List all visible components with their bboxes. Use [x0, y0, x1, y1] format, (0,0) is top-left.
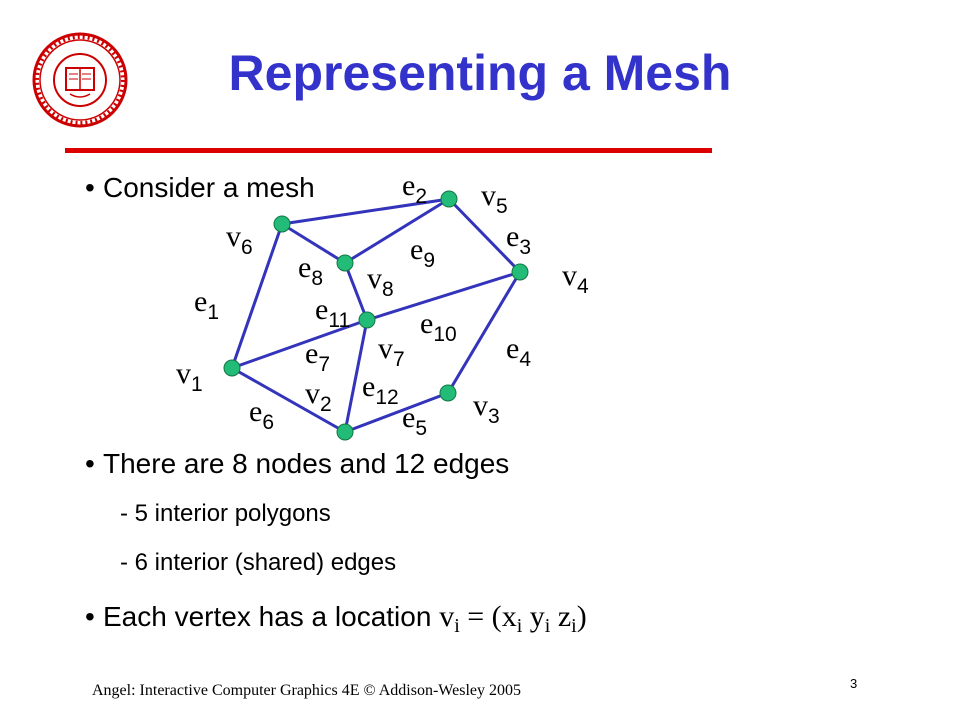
- mesh-edges: [230, 197, 522, 434]
- slide-title: Representing a Mesh: [228, 45, 732, 101]
- vertex-location-formula: vi = (xi yi zi): [439, 600, 587, 637]
- mesh-edge-5: [344, 391, 449, 434]
- mesh-edge-9: [344, 197, 450, 265]
- bullet-text: Consider a mesh: [103, 172, 315, 203]
- mesh-edge-4: [446, 271, 522, 394]
- bullet-vertex-location: • Each vertex has a location vi = (xi yi …: [85, 600, 587, 638]
- mesh-vertex-5: [440, 190, 458, 208]
- page-number: 3: [850, 676, 858, 691]
- bullet-dot: •: [85, 448, 95, 479]
- bullet-text: There are 8 nodes and 12 edges: [103, 448, 510, 479]
- mesh-vertex-8: [336, 254, 354, 272]
- bullet-consider-mesh: • Consider a mesh: [85, 172, 315, 204]
- bullet-nodes-edges: • There are 8 nodes and 12 edges: [85, 448, 509, 480]
- sub-bullet-shared-edges: - 6 interior (shared) edges: [120, 549, 397, 576]
- mesh-vertex-1: [223, 359, 241, 377]
- mesh-edge-11: [343, 262, 369, 321]
- mesh-edge-8: [281, 222, 346, 265]
- sub-bullet-polygons: - 5 interior polygons: [120, 500, 331, 527]
- bullet-text: Each vertex has a location: [103, 601, 440, 632]
- mesh-vertex-7: [358, 311, 376, 329]
- bullet-dot: •: [85, 601, 95, 632]
- mesh-edge-10: [366, 270, 521, 322]
- mesh-vertex-3: [439, 384, 457, 402]
- mesh-vertex-4: [511, 263, 529, 281]
- title-divider: [65, 148, 712, 153]
- mesh-edge-6: [231, 366, 346, 434]
- mesh-edge-12: [343, 319, 369, 433]
- mesh-edge-7: [231, 318, 368, 370]
- mesh-edge-3: [447, 197, 522, 274]
- university-seal-icon: [32, 32, 128, 128]
- mesh-vertex-6: [273, 215, 291, 233]
- mesh-edge-1: [230, 223, 284, 369]
- bullet-dot: •: [85, 172, 95, 203]
- mesh-vertex-2: [336, 423, 354, 441]
- footer-credit: Angel: Interactive Computer Graphics 4E …: [92, 682, 521, 699]
- mesh-vertices: [223, 190, 529, 441]
